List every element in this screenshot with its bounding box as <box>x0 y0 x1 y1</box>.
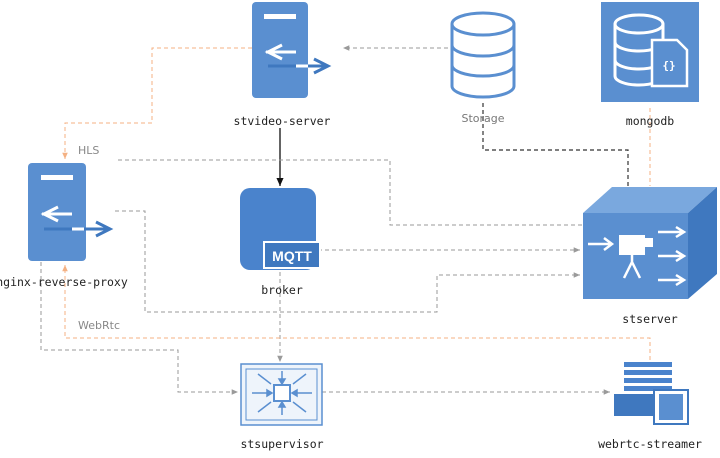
node-stserver[interactable]: stserver <box>583 187 717 326</box>
database-document-icon: {} <box>601 2 699 102</box>
edge-webrtc-streamer-to-nginx <box>62 265 651 360</box>
storage-label: Storage <box>461 112 504 125</box>
video-camera-box-icon <box>583 187 717 299</box>
node-stvideo-server[interactable]: stvideo-server <box>234 2 332 128</box>
edge-label-hls: HLS <box>75 142 105 157</box>
media-stream-icon <box>614 362 689 425</box>
server-icon <box>28 163 114 261</box>
mongodb-label: mongodb <box>626 114 675 128</box>
edge-hls-stvideo-server-to-nginx <box>62 47 252 159</box>
mqtt-badge: MQTT <box>272 248 312 264</box>
edges <box>40 45 651 395</box>
node-stsupervisor[interactable]: stsupervisor <box>240 363 324 451</box>
edge-nginx-to-stserver-bottom <box>115 210 580 313</box>
webrtc-streamer-label: webrtc-streamer <box>598 437 702 451</box>
node-mongodb[interactable]: {} mongodb <box>601 2 699 128</box>
edge-label-webrtc: WebRtc <box>75 317 127 332</box>
edge-nginx-to-stserver-top <box>118 159 600 226</box>
broker-label: broker <box>261 283 303 297</box>
node-storage[interactable]: Storage <box>450 11 516 125</box>
svg-text:{}: {} <box>662 59 675 72</box>
server-icon <box>252 2 332 98</box>
stvideo-server-label: stvideo-server <box>234 114 331 128</box>
node-broker[interactable]: MQTT broker <box>240 188 321 297</box>
database-icon <box>450 11 516 99</box>
nginx-reverse-proxy-label: nginx-reverse-proxy <box>0 275 128 289</box>
edge-stserver-to-storage <box>482 100 629 186</box>
node-nginx-reverse-proxy[interactable]: nginx-reverse-proxy <box>0 163 128 289</box>
stserver-label: stserver <box>622 312 677 326</box>
edge-nginx-to-stsupervisor <box>40 262 238 395</box>
stsupervisor-label: stsupervisor <box>240 437 323 451</box>
supervisor-hub-icon <box>240 363 323 426</box>
mqtt-broker-icon: MQTT <box>240 188 321 270</box>
edge-label-hls-text: HLS <box>78 144 99 157</box>
edge-label-webrtc-text: WebRtc <box>78 319 120 332</box>
node-webrtc-streamer[interactable]: webrtc-streamer <box>598 362 702 451</box>
